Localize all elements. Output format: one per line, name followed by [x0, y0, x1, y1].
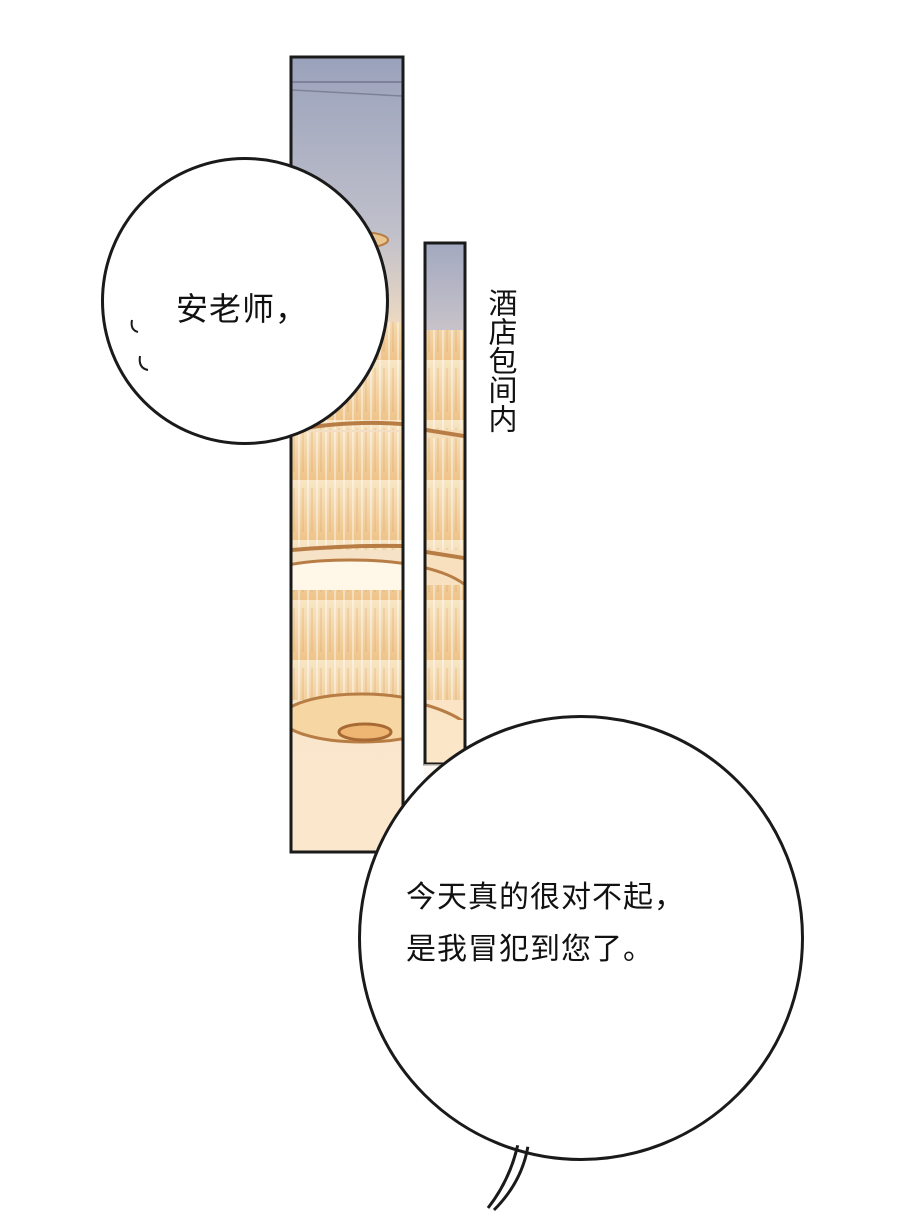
speech-text-2-line-1: 今天真的很对不起， — [406, 880, 685, 915]
speech-text-1: 安老师， — [176, 290, 309, 328]
speech-text-2: 今天真的很对不起， 是我冒犯到您了。 — [406, 872, 685, 976]
speech-text-2-line-2: 是我冒犯到您了。 — [406, 932, 654, 967]
scene-caption: 酒店包间内 — [484, 288, 518, 433]
speech-bubble-small — [101, 157, 389, 445]
speech-bubble-tail — [486, 1140, 531, 1212]
sweat-drops-icon — [130, 319, 149, 371]
speech-bubble-large — [358, 715, 804, 1161]
